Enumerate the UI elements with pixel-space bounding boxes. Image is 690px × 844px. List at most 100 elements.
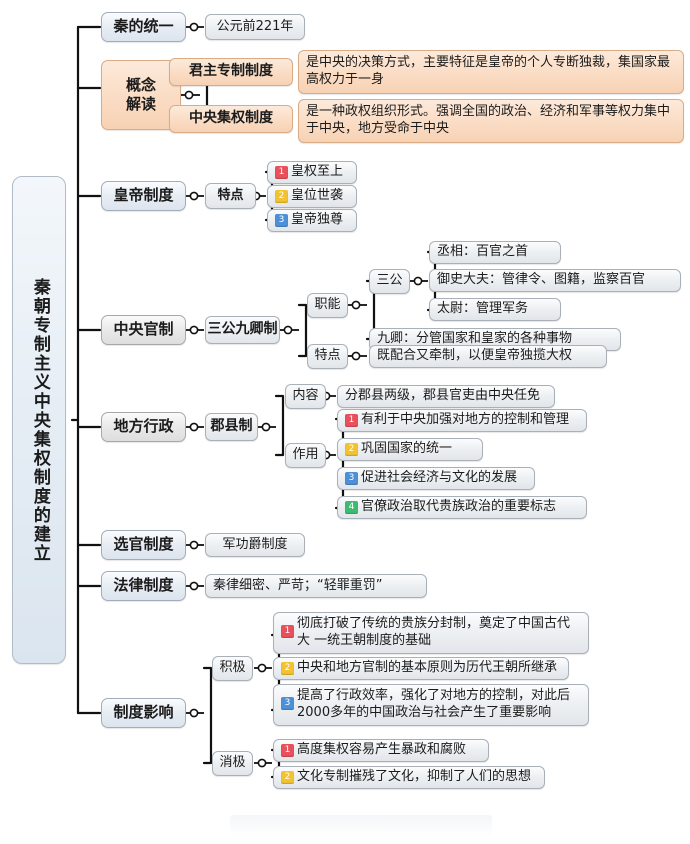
emperor-item-1-label: 皇权至上 [291,164,344,180]
emperor-item-3[interactable]: 3 皇帝独尊 [267,209,357,232]
badge-number-1: 1 [275,166,288,179]
influence-negative-label: 消极 [219,755,246,771]
central-feature-detail-text: 既配合又牵制，以便皇帝独揽大权 [377,348,573,364]
local-effect-item-3-label: 促进社会经济与文化的发展 [361,470,518,486]
emperor-item-1[interactable]: 1 皇权至上 [267,161,357,184]
local-effect-node[interactable]: 作用 [285,443,326,468]
local-effect-item-1-label: 有利于中央加强对地方的控制和管理 [361,412,570,428]
three-lords-node[interactable]: 三公 [369,269,410,294]
influence-positive-item-3-line2: 2000多年的中国政治与社会产生了重要影响 [297,705,552,720]
three-lords-label: 三公 [376,273,403,289]
badge-number-1: 1 [281,625,294,639]
badge-number-2: 2 [275,190,288,203]
three-lords-item-commander[interactable]: 太尉：管理军务 [429,298,561,321]
branch-local-administration-label: 地方行政 [113,417,174,436]
branch-unification[interactable]: 秦的统一 [101,12,186,42]
emperor-features-label: 特点 [217,187,244,203]
badge-number-4: 4 [345,501,358,514]
influence-positive-item-2[interactable]: 2 中央和地方官制的基本原则为历代王朝所继承 [273,657,569,680]
central-feature-node[interactable]: 特点 [307,344,348,369]
function-node[interactable]: 职能 [307,293,348,318]
branch-influence[interactable]: 制度影响 [101,698,186,728]
influence-positive-item-1-line1: 彻底打破了传统的贵族分封制，奠定了中国古代大 [297,616,571,648]
central-feature-detail[interactable]: 既配合又牵制，以便皇帝独揽大权 [369,345,607,368]
local-effect-label: 作用 [292,447,319,463]
influence-negative-item-1[interactable]: 1 高度集权容易产生暴政和腐败 [273,739,489,762]
emperor-features-node[interactable]: 特点 [205,183,256,209]
influence-negative-node[interactable]: 消极 [212,751,253,776]
concept-centralization-label: 中央集权制度 [189,110,273,127]
influence-positive-node[interactable]: 积极 [212,656,253,681]
function-label: 职能 [314,297,341,313]
official-selection-detail[interactable]: 军功爵制度 [205,533,305,557]
commandery-county-label: 郡县制 [210,418,253,435]
nine-ministers-label: 九卿：分管国家和皇家的各种事物 [377,331,573,347]
badge-number-1: 1 [345,414,358,427]
influence-negative-item-2[interactable]: 2 文化专制摧残了文化，抑制了人们的思想 [273,766,545,789]
three-lords-item-commander-label: 太尉：管理军务 [437,301,529,317]
concept-centralization-detail-text: 是一种政权组织形式。强调全国的政治、经济和军事等权力集中于中央，地方受命于中央 [306,104,671,136]
commandery-county-node[interactable]: 郡县制 [205,413,258,441]
influence-positive-item-2-label: 中央和地方官制的基本原则为历代王朝所继承 [297,660,558,676]
branch-central-government[interactable]: 中央官制 [101,315,186,345]
emperor-item-3-label: 皇帝独尊 [291,212,344,228]
emperor-item-2-label: 皇位世袭 [291,188,344,204]
branch-concept-label-line2: 解读 [125,95,156,113]
influence-positive-item-1-line2: 一统王朝制度的基础 [314,633,432,648]
three-lords-item-chancellor[interactable]: 丞相：百官之首 [429,241,561,264]
local-effect-item-2-label: 巩固国家的统一 [361,441,453,457]
root-label: 秦朝专制主义中央集权制度的建立 [29,277,50,563]
legal-system-detail-label: 秦律细密、严苛；“轻罪重罚” [213,577,383,593]
root-node[interactable]: 秦朝专制主义中央集权制度的建立 [12,176,66,664]
unification-date-label: 公元前221年 [216,18,294,34]
branch-emperor[interactable]: 皇帝制度 [101,181,186,211]
legal-system-detail[interactable]: 秦律细密、严苛；“轻罪重罚” [205,574,427,598]
branch-emperor-label: 皇帝制度 [113,186,174,205]
local-content-node[interactable]: 内容 [285,384,326,409]
branch-influence-label: 制度影响 [113,703,174,722]
branch-official-selection-label: 选官制度 [113,535,174,554]
branch-official-selection[interactable]: 选官制度 [101,530,186,560]
three-lords-item-censor-label: 御史大夫：管律令、图籍，监察百官 [437,272,646,288]
emperor-item-2[interactable]: 2 皇位世袭 [267,185,357,208]
three-lords-item-chancellor-label: 丞相：百官之首 [437,244,529,260]
central-feature-label: 特点 [314,348,341,364]
badge-number-3: 3 [281,697,294,711]
concept-monarchy-node[interactable]: 君主专制制度 [169,58,293,86]
branch-unification-label: 秦的统一 [113,17,174,36]
official-selection-detail-label: 军功爵制度 [222,536,288,552]
branch-concept[interactable]: 概念 解读 [101,60,181,130]
branch-concept-label-line1: 概念 [125,75,156,94]
influence-positive-label: 积极 [219,660,246,676]
branch-legal-system-label: 法律制度 [113,576,174,595]
concept-monarchy-label: 君主专制制度 [189,63,273,80]
unification-date[interactable]: 公元前221年 [205,14,305,40]
influence-positive-item-3[interactable]: 3 提高了行政效率，强化了对地方的控制，对此后 2000多年的中国政治与社会产生… [273,684,589,726]
badge-number-2: 2 [281,662,294,675]
three-lords-item-censor[interactable]: 御史大夫：管律令、图籍，监察百官 [429,269,681,292]
local-effect-item-2[interactable]: 2 巩固国家的统一 [337,438,483,461]
concept-monarchy-detail-text: 是中央的决策方式，主要特征是皇帝的个人专断独裁，集国家最高权力于一身 [306,55,671,87]
influence-positive-item-1[interactable]: 1 彻底打破了传统的贵族分封制，奠定了中国古代大 一统王朝制度的基础 [273,612,589,654]
local-effect-item-1[interactable]: 1 有利于中央加强对地方的控制和管理 [337,409,587,432]
local-effect-item-4-label: 官僚政治取代贵族政治的重要标志 [361,499,557,515]
badge-number-1: 1 [281,744,294,757]
badge-number-3: 3 [345,472,358,485]
branch-central-government-label: 中央官制 [113,320,174,339]
page-watermark [230,815,492,837]
concept-centralization-detail[interactable]: 是一种政权组织形式。强调全国的政治、经济和军事等权力集中于中央，地方受命于中央 [298,99,684,143]
branch-legal-system[interactable]: 法律制度 [101,571,186,601]
three-lords-nine-ministers-node[interactable]: 三公九卿制 [205,316,280,344]
local-effect-item-4[interactable]: 4 官僚政治取代贵族政治的重要标志 [337,496,587,519]
badge-number-3: 3 [275,214,288,227]
influence-positive-item-3-line1: 提高了行政效率，强化了对地方的控制，对此后 [297,688,571,704]
three-lords-nine-ministers-label: 三公九卿制 [207,321,278,338]
local-effect-item-3[interactable]: 3 促进社会经济与文化的发展 [337,467,535,490]
badge-number-2: 2 [345,443,358,456]
concept-centralization-node[interactable]: 中央集权制度 [169,105,293,133]
badge-number-2: 2 [281,771,294,784]
concept-monarchy-detail[interactable]: 是中央的决策方式，主要特征是皇帝的个人专断独裁，集国家最高权力于一身 [298,50,684,94]
local-content-detail[interactable]: 分郡县两级，郡县官吏由中央任免 [337,385,555,408]
branch-local-administration[interactable]: 地方行政 [101,412,186,442]
